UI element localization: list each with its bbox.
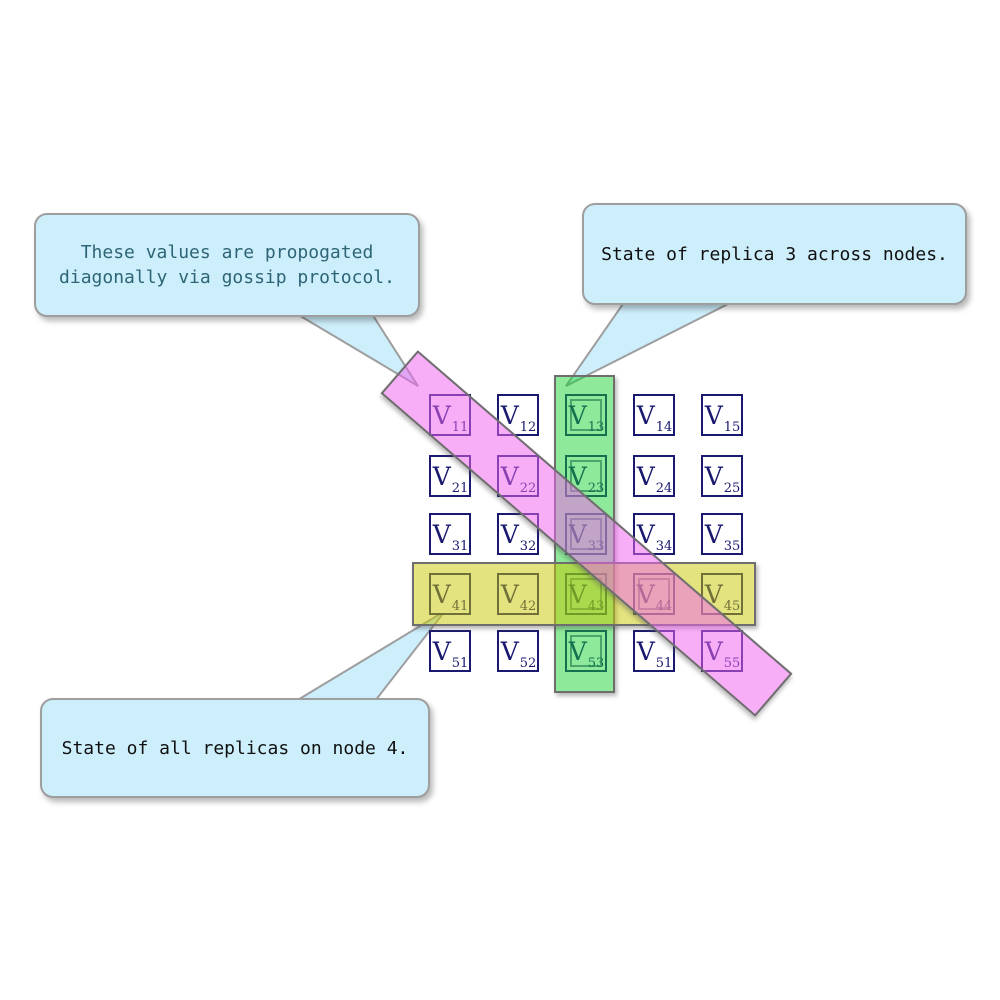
matrix-cell-r2c4: V24: [633, 455, 675, 497]
callout-node-4: State of all replicas on node 4.: [40, 698, 430, 798]
callout-tail-replica: [565, 300, 735, 387]
cell-label: V32: [500, 519, 537, 554]
cell-label: V34: [636, 519, 673, 554]
cell-label: V53: [568, 636, 605, 671]
matrix-cell-r1c4: V14: [633, 394, 675, 436]
matrix-cell-r2c5: V25: [701, 455, 743, 497]
callout-gossip-line2: diagonally via gossip protocol.: [59, 267, 395, 288]
matrix-cell-r3c1: V31: [429, 513, 471, 555]
callout-replica-3: State of replica 3 across nodes.: [582, 203, 967, 305]
cell-label: V15: [704, 400, 741, 435]
callout-gossip-line1: These values are propogated: [80, 242, 374, 263]
matrix-cell-r5c2: V52: [497, 630, 539, 672]
cell-inner-outline: [570, 635, 602, 667]
cell-label: V23: [568, 461, 605, 496]
cell-label: V25: [704, 461, 741, 496]
cell-inner-outline: [570, 399, 602, 431]
matrix-cell-r1c5: V15: [701, 394, 743, 436]
cell-label: V51: [636, 636, 673, 671]
cell-inner-outline: [570, 460, 602, 492]
matrix-cell-r5c1: V51: [429, 630, 471, 672]
cell-label: V21: [432, 461, 469, 496]
callout-node-text: State of all replicas on node 4.: [61, 737, 409, 759]
cell-label: V24: [636, 461, 673, 496]
cell-label: V52: [500, 636, 537, 671]
matrix-cell-r5c3: V53: [565, 630, 607, 672]
cell-label: V12: [500, 400, 537, 435]
matrix-cell-r1c3: V13: [565, 394, 607, 436]
callout-gossip: These values are propogated diagonally v…: [34, 213, 420, 317]
cell-label: V14: [636, 400, 673, 435]
cell-label: V51: [432, 636, 469, 671]
cell-label: V13: [568, 400, 605, 435]
cell-label: V31: [432, 519, 469, 554]
callout-replica-text: State of replica 3 across nodes.: [601, 243, 948, 265]
cell-label: V35: [704, 519, 741, 554]
matrix-cell-r3c5: V35: [701, 513, 743, 555]
